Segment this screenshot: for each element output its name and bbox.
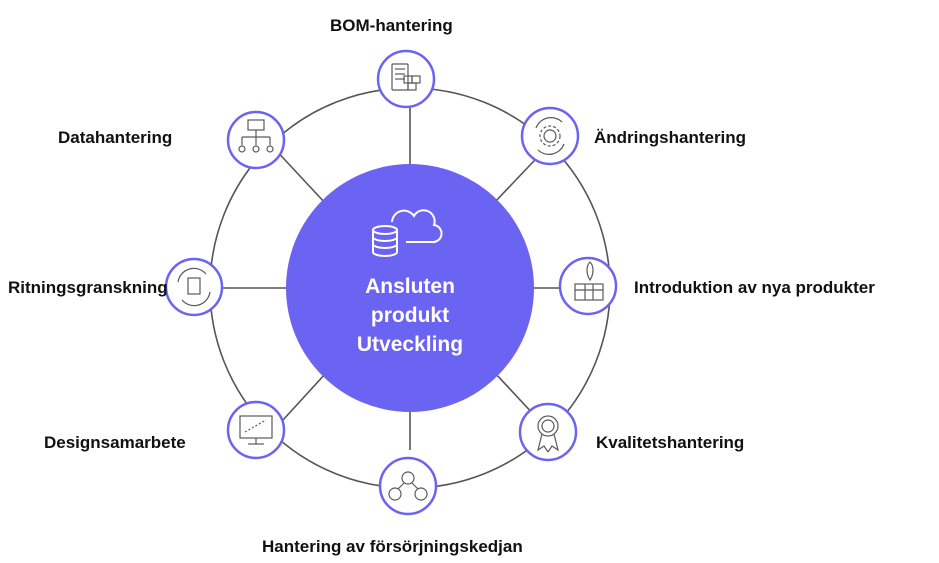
node-introduktion — [558, 256, 618, 316]
document-review-icon — [177, 267, 211, 307]
hub-line-1: Ansluten — [365, 275, 455, 298]
node-andring — [520, 106, 580, 166]
node-data — [226, 110, 286, 170]
node-kvalitet — [518, 402, 578, 462]
rocket-box-icon — [574, 261, 604, 301]
hub-title: Ansluten produkt Utveckling — [300, 272, 520, 359]
data-hierarchy-icon — [238, 119, 274, 153]
node-bom — [376, 49, 436, 109]
node-design — [226, 400, 286, 460]
label-ritning: Ritningsgranskning — [8, 278, 168, 297]
hub-line-3: Utveckling — [356, 333, 464, 356]
label-design: Designsamarbete — [44, 433, 186, 452]
label-andring: Ändringshantering — [594, 128, 747, 147]
monitor-design-icon — [239, 415, 273, 445]
hub-circle — [286, 164, 534, 412]
award-badge-icon — [537, 415, 559, 453]
label-data: Datahantering — [58, 128, 173, 147]
label-introduktion: Introduktion av nya produkter — [634, 278, 875, 297]
people-network-icon — [388, 471, 428, 501]
label-forsorjning: Hantering av försörjningskedjan — [262, 537, 523, 556]
bom-list-icon — [391, 63, 421, 91]
hub-line-2: produkt — [370, 304, 450, 327]
gear-cycle-icon — [535, 117, 565, 155]
label-kvalitet: Kvalitetshantering — [596, 433, 745, 452]
node-forsorjning — [378, 456, 438, 516]
node-ritning — [164, 257, 224, 317]
cloud-database-icon — [372, 209, 443, 257]
label-bom: BOM-hantering — [330, 16, 453, 35]
